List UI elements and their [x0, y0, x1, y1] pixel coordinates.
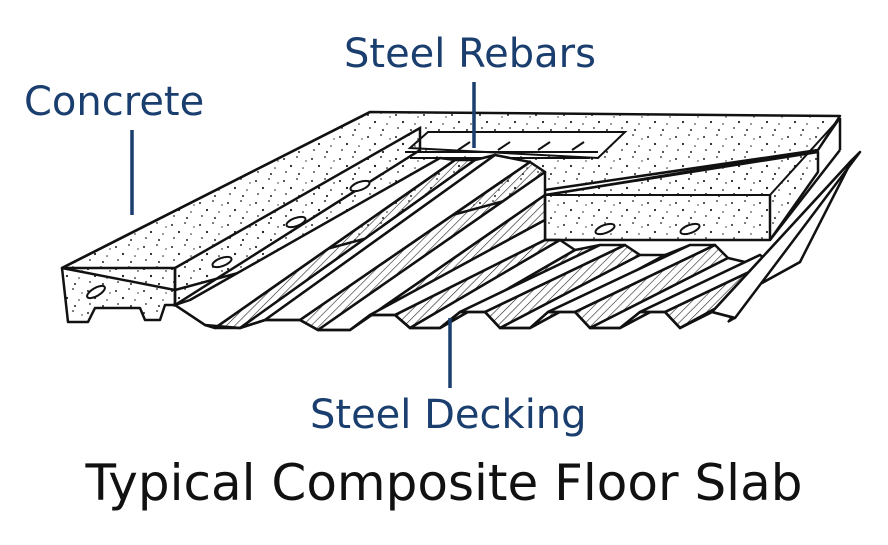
concrete-left-front	[60, 266, 177, 324]
steel-decking-label: Steel Decking	[310, 392, 587, 438]
deck-profile-outline	[174, 303, 736, 332]
concrete-label: Concrete	[24, 79, 205, 125]
rebar-ends	[86, 179, 701, 300]
steel-rebars-label: Steel Rebars	[344, 31, 596, 77]
leader-lines	[130, 82, 476, 388]
steel-decking	[173, 150, 862, 332]
diagram-title: Typical Composite Floor Slab	[85, 454, 803, 512]
